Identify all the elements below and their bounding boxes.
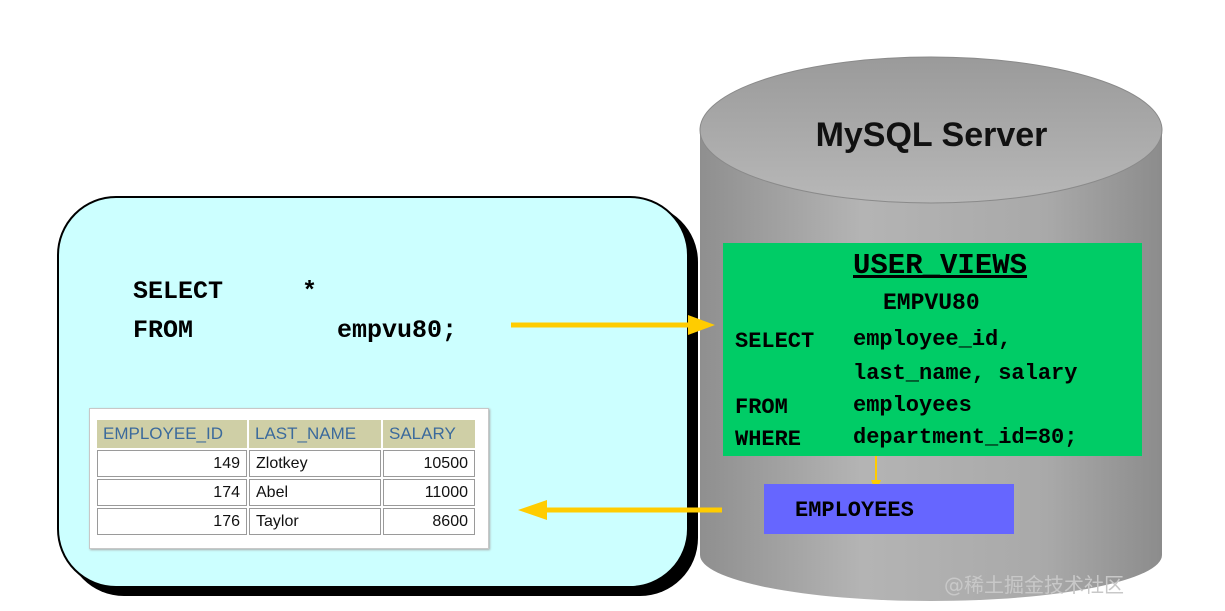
table-row: 176 Taylor 8600 xyxy=(97,508,475,535)
column-header-salary: SALARY xyxy=(383,420,475,448)
view-name: EMPVU80 xyxy=(883,290,980,316)
column-header-last-name: LAST_NAME xyxy=(249,420,381,448)
view-keyword-select: SELECT xyxy=(735,329,815,354)
view-keyword-from: FROM xyxy=(735,395,788,420)
query-select-keyword: SELECT xyxy=(133,277,224,306)
view-line-where: department_id=80; xyxy=(853,425,1078,450)
result-table-header: EMPLOYEE_ID LAST_NAME SALARY xyxy=(97,420,475,448)
view-line-columns: last_name, salary xyxy=(853,361,1078,386)
query-select-value: * xyxy=(302,277,318,306)
query-from-value: empvu80; xyxy=(337,316,458,345)
user-views-title: USER_VIEWS xyxy=(853,249,1028,282)
cell-last-name: Abel xyxy=(249,479,381,506)
cell-employee-id: 174 xyxy=(97,479,247,506)
view-line-select: employee_id, xyxy=(853,327,1012,352)
result-table: EMPLOYEE_ID LAST_NAME SALARY 149 Zlotkey… xyxy=(95,418,477,537)
cell-last-name: Taylor xyxy=(249,508,381,535)
employees-table-label: EMPLOYEES xyxy=(795,498,914,523)
cell-employee-id: 176 xyxy=(97,508,247,535)
view-keyword-where: WHERE xyxy=(735,427,802,452)
server-title: MySQL Server xyxy=(815,116,1048,154)
watermark: @稀土掘金技术社区 xyxy=(944,573,1124,597)
table-row: 174 Abel 11000 xyxy=(97,479,475,506)
result-table-panel: EMPLOYEE_ID LAST_NAME SALARY 149 Zlotkey… xyxy=(89,408,489,549)
cell-salary: 10500 xyxy=(383,450,475,477)
result-arrow xyxy=(518,500,722,520)
view-line-from: employees xyxy=(853,393,972,418)
table-row: 149 Zlotkey 10500 xyxy=(97,450,475,477)
employees-table-box: EMPLOYEES xyxy=(764,484,1014,534)
cell-last-name: Zlotkey xyxy=(249,450,381,477)
query-from-keyword: FROM xyxy=(133,316,194,345)
cell-salary: 11000 xyxy=(383,479,475,506)
cell-employee-id: 149 xyxy=(97,450,247,477)
query-arrow xyxy=(511,315,715,335)
column-header-employee-id: EMPLOYEE_ID xyxy=(97,420,247,448)
user-views-box: USER_VIEWS EMPVU80 SELECT employee_id, l… xyxy=(723,243,1142,456)
cell-salary: 8600 xyxy=(383,508,475,535)
